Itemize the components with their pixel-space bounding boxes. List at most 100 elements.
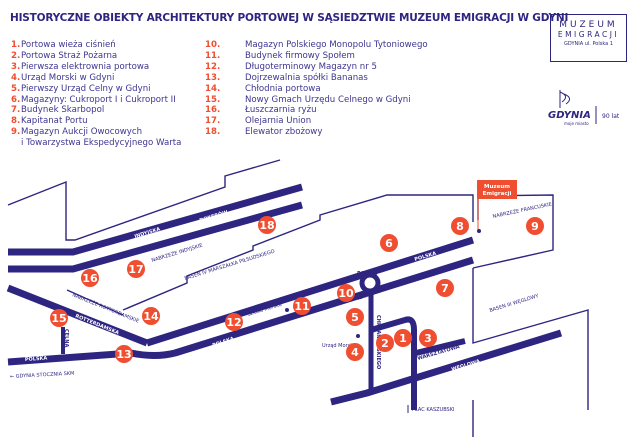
marker-circle (50, 309, 68, 327)
legend-number: 12. (205, 61, 221, 72)
urzad-morski-dot (356, 334, 360, 338)
legend-label: Portowa wieża ciśnień (21, 40, 116, 50)
legend-label: Urząd Morski w Gdyni (21, 72, 115, 83)
marker-number: 2 (381, 337, 389, 350)
marker-number: 14 (143, 310, 159, 323)
legend-label: Portowa Straż Pożarna (21, 50, 118, 61)
marker-16: 16 (81, 269, 99, 287)
marker-number: 8 (456, 220, 464, 233)
legend-label: Pierwszy Urząd Celny w Gdyni (21, 83, 151, 94)
street-rotterdamska: ROTTERDAMSKA (74, 313, 120, 336)
legend-number: 2. (11, 50, 21, 61)
legend-item: 3.Pierwsza elektrownia portowa (11, 62, 181, 73)
marker-number: 12 (226, 316, 241, 329)
legend-item: 5.Pierwszy Urząd Celny w Gdyni (11, 84, 181, 95)
marker-number: 16 (82, 272, 98, 285)
label-plac-kaszubski: PLAC KASZUBSKI (412, 407, 454, 413)
marker-circle (436, 279, 454, 297)
marker-5: 5 (346, 308, 364, 326)
legend-item: 9.Magazyn Aukcji Owocowych (11, 127, 181, 138)
label-nabrzeze-francuskie: NABRZEŻE FRANCUSKIE (492, 201, 553, 220)
marker-number: 11 (294, 300, 309, 313)
marker-circle (451, 217, 469, 235)
legend-item: 13.Dojrzewalnia spółki Bananas (205, 73, 428, 84)
legend-item: 15.Nowy Gmach Urzędu Celnego w Gdyni (205, 95, 428, 106)
szkola-morska-dot (285, 308, 289, 312)
legend-right: 10.Magazyn Polskiego Monopolu Tytonioweg… (205, 40, 428, 138)
legend-label: Magazyny: Cukroport I i Cukroport II (21, 94, 176, 105)
marker-13: 13 (115, 345, 133, 363)
legend-number: 16. (205, 105, 221, 116)
marker-circle (81, 269, 99, 287)
museum-logo: MUZEUM EMIGRACJI GDYNIA ul. Polska 1 (550, 14, 627, 62)
marker-11: 11 (293, 297, 311, 315)
legend-number: 18. (205, 127, 221, 138)
gdynia-sub: moje miasto (564, 121, 589, 126)
legend-item: 17.Olejarnia Union (205, 116, 428, 127)
ship-icon: GDYNIA moje miasto 90 lat (548, 90, 620, 126)
label-basen-iii: BASEN III WĘGLOWY (489, 293, 540, 314)
legend-item: 18.Elewator zbożowy (205, 127, 428, 138)
logo-address: GDYNIA ul. Polska 1 (564, 41, 613, 47)
legend-item: 6.Magazyny: Cukroport I i Cukroport II (11, 95, 181, 106)
legend-label: Długoterminowy Magazyn nr 5 (245, 61, 377, 72)
marker-circle (346, 308, 364, 326)
label-urzad-morski: Urząd Morski (322, 343, 355, 349)
roads (6, 183, 563, 410)
legend-item-cont: i Towarzystwa Ekspedycyjnego Warta (11, 138, 181, 149)
marker-circle (115, 345, 133, 363)
marker-circle (419, 329, 437, 347)
marker-circle (394, 329, 412, 347)
marker-7: 7 (436, 279, 454, 297)
marker-circle (380, 234, 398, 252)
gdynia-text: GDYNIA (548, 110, 591, 121)
marker-circle (337, 284, 355, 302)
legend-item: 1.Portowa wieża ciśnień (11, 40, 181, 51)
marker-circle (142, 307, 160, 325)
legend-item: 4.Urząd Morski w Gdyni (11, 73, 181, 84)
marker-number: 7 (441, 282, 449, 295)
legend-label: Pierwsza elektrownia portowa (21, 61, 150, 72)
marker-number: 3 (424, 332, 432, 345)
legend-number: 5. (11, 83, 21, 94)
legend-number: 13. (205, 72, 221, 83)
legend-label: Magazyn Aukcji Owocowych (21, 127, 143, 138)
marker-2: 2 (376, 334, 394, 352)
marker-number: 10 (338, 287, 354, 300)
marker-number: 13 (116, 348, 131, 361)
legend-item: 11.Budynek firmowy Społem (205, 51, 428, 62)
marker-number: 6 (385, 237, 393, 250)
marker-6: 6 (380, 234, 398, 252)
marker-18: 18 (258, 216, 276, 234)
legend-item: 7.Budynek Skarbopol (11, 105, 181, 116)
marker-3: 3 (419, 329, 437, 347)
marker-circle (258, 216, 276, 234)
legend-item: 2.Portowa Straż Pożarna (11, 51, 181, 62)
legend-number: 1. (11, 40, 21, 50)
legend-label: Nowy Gmach Urzędu Celnego w Gdyni (245, 94, 411, 105)
legend-label: Budynek firmowy Społem (245, 50, 355, 61)
anniversary-text: 90 lat (602, 113, 620, 120)
roundabout (359, 272, 381, 294)
marker-10: 10 (337, 284, 355, 302)
legend-item: 10.Magazyn Polskiego Monopolu Tytonioweg… (205, 40, 428, 51)
marker-12: 12 (225, 313, 243, 331)
legend-label: Chłodnia portowa (245, 83, 321, 94)
marker-number: 5 (351, 311, 359, 324)
legend-item: 16.Łuszczarnia ryżu (205, 105, 428, 116)
gdynia-logo: GDYNIA moje miasto 90 lat (548, 88, 628, 128)
marker-14: 14 (142, 307, 160, 325)
legend-number: 4. (11, 72, 21, 83)
marker-number: 15 (51, 312, 66, 325)
area-labels: NABRZEŻE INDYJSKIE BASEN IV MARSZAŁKA PI… (10, 201, 553, 413)
legend-item: 12. Długoterminowy Magazyn nr 5 (205, 62, 428, 73)
legend-label: Magazyn Polskiego Monopolu Tytoniowego (245, 40, 428, 50)
street-polska-left: POLSKA (25, 355, 48, 363)
marker-number: 9 (531, 220, 539, 233)
legend-number: 8. (11, 116, 21, 127)
marker-4: 4 (346, 343, 364, 361)
marker-number: 17 (128, 263, 143, 276)
